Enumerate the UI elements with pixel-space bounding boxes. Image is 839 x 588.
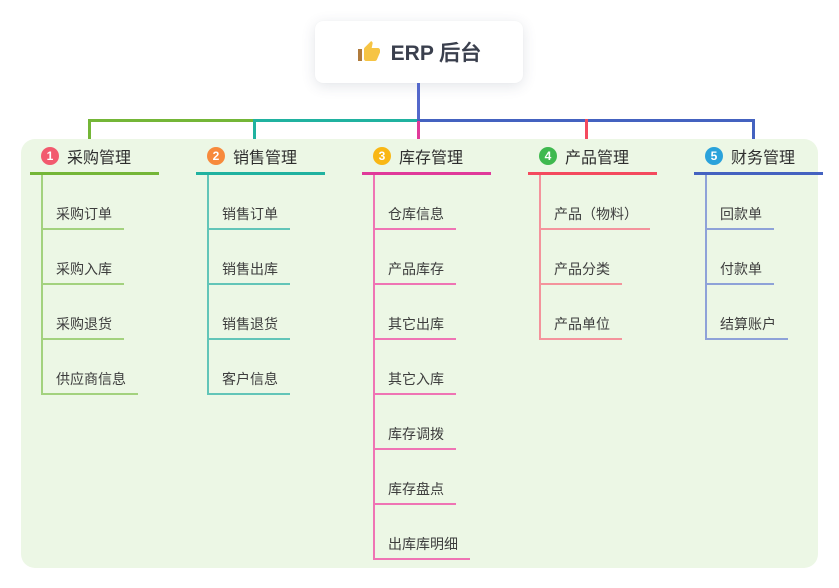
branch-item: 销售出库 — [209, 230, 325, 285]
branch-item-label: 其它出库 — [375, 316, 456, 340]
branch-number-badge: 5 — [705, 146, 723, 165]
branch-item-label: 产品单位 — [541, 316, 622, 340]
branch-label: 产品管理 — [565, 149, 630, 167]
branch-header: 1 采购管理 — [30, 139, 159, 175]
branch-item-label: 产品库存 — [375, 261, 456, 285]
branch-item: 回款单 — [707, 175, 823, 230]
branch-item: 产品单位 — [541, 285, 657, 340]
branch-item: 出库库明细 — [375, 505, 491, 560]
branch-number-badge: 1 — [41, 146, 59, 165]
branch-item: 库存盘点 — [375, 450, 491, 505]
branch-item-label: 产品分类 — [541, 261, 622, 285]
branch-header: 2 销售管理 — [196, 139, 325, 175]
branch-items: 产品（物料） 产品分类 产品单位 — [539, 175, 657, 340]
branch-1: 1 采购管理 采购订单 采购入库 采购退货 供应商信息 — [30, 139, 159, 395]
thumbs-up-icon — [357, 41, 380, 61]
branch-line-horizontal-1 — [88, 119, 254, 122]
branch-item-label: 采购退货 — [43, 316, 124, 340]
branch-item: 供应商信息 — [43, 340, 159, 395]
branch-item: 客户信息 — [209, 340, 325, 395]
branch-item: 销售退货 — [209, 285, 325, 340]
branch-item-label: 结算账户 — [707, 316, 788, 340]
branch-items: 回款单 付款单 结算账户 — [705, 175, 823, 340]
branch-items: 销售订单 销售出库 销售退货 客户信息 — [207, 175, 325, 395]
branch-item: 采购退货 — [43, 285, 159, 340]
branch-header: 3 库存管理 — [362, 139, 491, 175]
trunk-line — [417, 83, 420, 120]
branch-item-label: 销售订单 — [209, 206, 290, 230]
branch-header: 4 产品管理 — [528, 139, 657, 175]
branch-label: 库存管理 — [399, 149, 464, 167]
branch-item-label: 供应商信息 — [43, 371, 138, 395]
branch-4: 4 产品管理 产品（物料） 产品分类 产品单位 — [528, 139, 657, 340]
branch-item: 产品库存 — [375, 230, 491, 285]
branch-item-label: 客户信息 — [209, 371, 290, 395]
branch-item-label: 仓库信息 — [375, 206, 456, 230]
branch-item: 其它出库 — [375, 285, 491, 340]
branches-panel: 1 采购管理 采购订单 采购入库 采购退货 供应商信息 2 销售管理 销售订单 … — [21, 139, 823, 568]
branch-item: 采购订单 — [43, 175, 159, 230]
branch-label: 销售管理 — [233, 149, 298, 167]
branch-item-label: 其它入库 — [375, 371, 456, 395]
branch-item: 其它入库 — [375, 340, 491, 395]
branch-item-label: 付款单 — [707, 261, 774, 285]
branch-item-label: 采购入库 — [43, 261, 124, 285]
branch-2: 2 销售管理 销售订单 销售出库 销售退货 客户信息 — [196, 139, 325, 395]
branch-item-label: 销售退货 — [209, 316, 290, 340]
branch-header: 5 财务管理 — [694, 139, 823, 175]
branch-item: 产品（物料） — [541, 175, 657, 230]
branch-5: 5 财务管理 回款单 付款单 结算账户 — [694, 139, 823, 340]
branch-item: 库存调拨 — [375, 395, 491, 450]
branch-item: 付款单 — [707, 230, 823, 285]
branch-item-label: 出库库明细 — [375, 536, 470, 560]
branch-label: 财务管理 — [731, 149, 796, 167]
branch-item-label: 销售出库 — [209, 261, 290, 285]
branch-item: 采购入库 — [43, 230, 159, 285]
branch-number-badge: 4 — [539, 146, 557, 165]
branch-item-label: 回款单 — [707, 206, 774, 230]
branch-line-horizontal-2 — [254, 119, 418, 122]
branch-item-label: 产品（物料） — [541, 206, 650, 230]
branch-item: 销售订单 — [209, 175, 325, 230]
branch-item: 产品分类 — [541, 230, 657, 285]
branch-number-badge: 3 — [373, 146, 391, 165]
branch-items: 仓库信息 产品库存 其它出库 其它入库 库存调拨 库存盘点 出库库明细 — [373, 175, 491, 560]
branch-item-label: 采购订单 — [43, 206, 124, 230]
branch-item: 仓库信息 — [375, 175, 491, 230]
branch-label: 采购管理 — [67, 149, 132, 167]
branch-item-label: 库存盘点 — [375, 481, 456, 505]
branch-item: 结算账户 — [707, 285, 823, 340]
branch-3: 3 库存管理 仓库信息 产品库存 其它出库 其它入库 库存调拨 库存盘点 出库库… — [362, 139, 491, 560]
branch-items: 采购订单 采购入库 采购退货 供应商信息 — [41, 175, 159, 395]
root-node: ERP 后台 — [315, 21, 523, 83]
root-label: ERP 后台 — [390, 42, 482, 65]
branch-item-label: 库存调拨 — [375, 426, 456, 450]
branch-number-badge: 2 — [207, 146, 225, 165]
